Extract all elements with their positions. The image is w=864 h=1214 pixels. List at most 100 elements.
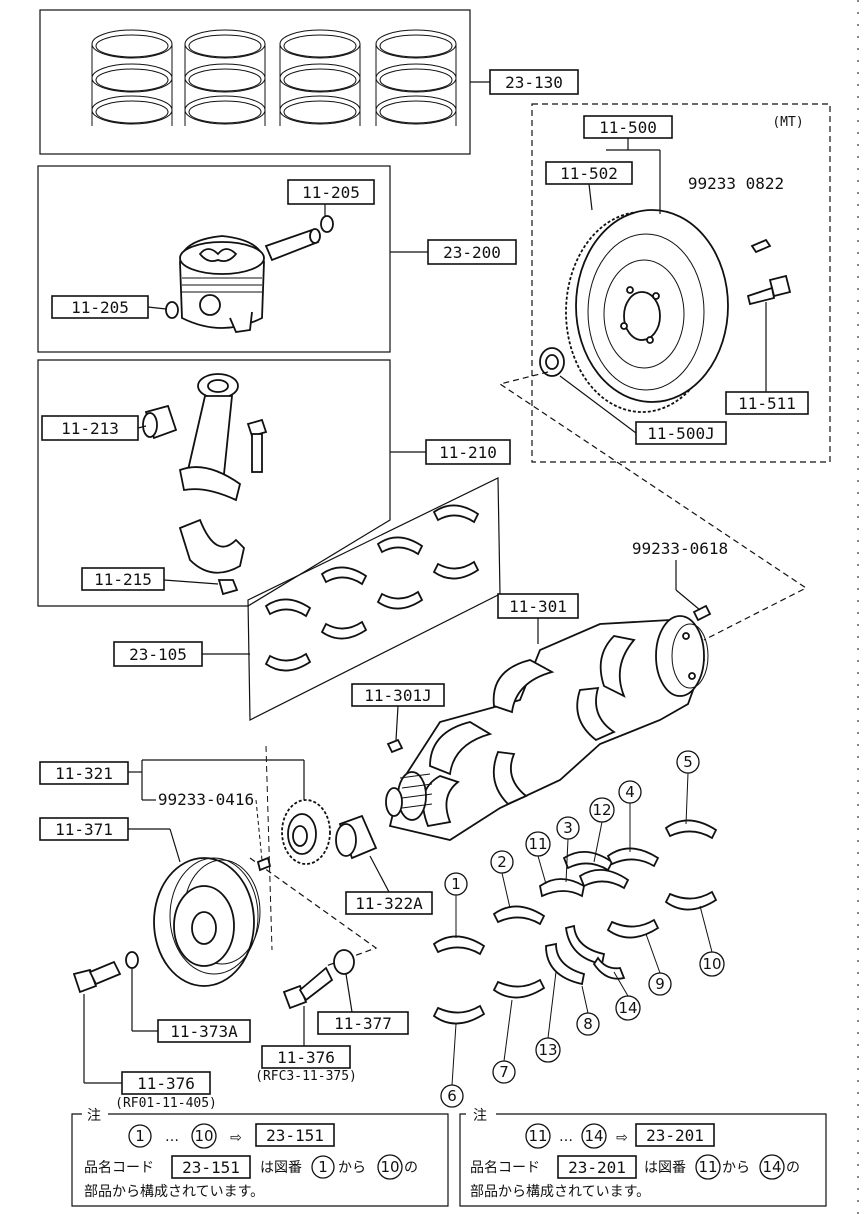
note-left: 注 1 … 10 ⇨ 23-151 品名コード 23-151 は図番 1 から … — [71, 1108, 449, 1207]
svg-text:の: の — [786, 1160, 800, 1176]
svg-text:⇨: ⇨ — [616, 1130, 628, 1146]
svg-text:品名コード: 品名コード — [84, 1160, 154, 1176]
callout-2: 2 — [490, 850, 514, 874]
callout-7: 7 — [492, 1060, 516, 1084]
flywheel-bolt — [746, 274, 792, 306]
crankshaft — [385, 615, 709, 841]
dowel-pin-crank-front — [386, 738, 404, 754]
note-left-code: 23-151 — [266, 1126, 324, 1145]
label-11-376-a-sub: (RFC3-11-375) — [255, 1069, 357, 1084]
label-23-130 — [489, 69, 579, 95]
label-11-321: 11-321 — [55, 764, 113, 783]
crank-pulley — [153, 857, 261, 987]
svg-text:部品から構成されています。: 部品から構成されています。 — [84, 1184, 264, 1200]
note-left-heading: 注 — [87, 1108, 101, 1124]
callout-13: 13 — [535, 1037, 561, 1063]
flywheel-panel: (MT) 11-500 11-502 99233 08 — [531, 103, 831, 463]
rod-bearings-panel: 23-105 — [113, 477, 501, 721]
svg-text:9: 9 — [655, 975, 665, 993]
callout-3: 3 — [556, 816, 580, 840]
label-11-500: 11-500 — [599, 118, 657, 137]
connecting-rod — [178, 373, 242, 502]
svg-text:品名コード: 品名コード — [470, 1160, 540, 1176]
label-11-213: 11-213 — [61, 419, 119, 438]
label-23-105: 23-105 — [129, 645, 187, 664]
lock-washer — [333, 949, 355, 975]
crank-sprocket-spacer — [335, 814, 378, 860]
svg-text:1: 1 — [451, 875, 461, 893]
key-pin — [256, 856, 272, 872]
rod-bearing-shells — [264, 504, 480, 672]
label-11-215: 11-215 — [94, 570, 152, 589]
conrod-panel: 11-213 11-215 11-210 — [37, 359, 511, 607]
svg-text:13: 13 — [538, 1041, 557, 1059]
label-11-373a: 11-373A — [170, 1022, 238, 1041]
label-11-377: 11-377 — [334, 1014, 392, 1033]
svg-text:1: 1 — [135, 1127, 145, 1145]
svg-text:…: … — [165, 1129, 179, 1145]
alignment-line-flywheel — [498, 371, 808, 641]
svg-text:2: 2 — [497, 853, 507, 871]
svg-text:6: 6 — [447, 1087, 457, 1105]
piston-drawing — [179, 235, 265, 333]
svg-text:11: 11 — [528, 1127, 547, 1145]
label-23-200: 23-200 — [443, 243, 501, 262]
pulley-lock-bolt — [282, 966, 334, 1010]
label-11-205-top: 11-205 — [302, 183, 360, 202]
svg-text:の: の — [404, 1160, 418, 1176]
svg-text:7: 7 — [499, 1063, 509, 1081]
note-right-code: 23-201 — [646, 1126, 704, 1145]
bushing — [142, 404, 178, 440]
callout-11: 11 — [525, 831, 551, 857]
label-11-210: 11-210 — [439, 443, 497, 462]
label-11-371: 11-371 — [55, 820, 113, 839]
svg-text:12: 12 — [592, 801, 611, 819]
pulley-washer — [125, 951, 139, 969]
callout-1: 1 — [444, 872, 468, 896]
label-11-205-left: 11-205 — [71, 298, 129, 317]
svg-text:23-151: 23-151 — [182, 1158, 240, 1177]
label-23-130-text: 23-130 — [505, 73, 563, 92]
svg-text:4: 4 — [625, 783, 635, 801]
callout-12: 12 — [589, 797, 615, 823]
callout-6: 6 — [440, 1084, 464, 1108]
callout-4: 4 — [618, 780, 642, 804]
label-99233-0822: 99233 0822 — [688, 174, 784, 193]
label-11-502: 11-502 — [560, 164, 618, 183]
flywheel — [565, 209, 729, 413]
label-11-376-b: 11-376 — [137, 1074, 195, 1093]
svg-text:3: 3 — [563, 819, 573, 837]
svg-text:5: 5 — [683, 753, 693, 771]
main-bearing-shells — [432, 819, 718, 1025]
svg-text:8: 8 — [583, 1015, 593, 1033]
rod-nut — [217, 579, 239, 596]
svg-text:は図番: は図番 — [260, 1160, 302, 1176]
svg-text:10: 10 — [702, 955, 721, 973]
pilot-bearing — [539, 347, 565, 377]
note-right: 注 11 … 14 ⇨ 23-201 品名コード 23-201 は図番 11 か… — [459, 1108, 827, 1207]
svg-text:14: 14 — [762, 1158, 781, 1176]
label-99233-0416: 99233-0416 — [158, 790, 254, 809]
svg-text:部品から構成されています。: 部品から構成されています。 — [470, 1184, 650, 1200]
label-11-322a: 11-322A — [355, 894, 423, 913]
piston-pin — [264, 228, 321, 262]
svg-text:⇨: ⇨ — [230, 1130, 242, 1146]
svg-text:1: 1 — [318, 1158, 328, 1176]
svg-text:10: 10 — [194, 1127, 213, 1145]
svg-text:23-201: 23-201 — [568, 1158, 626, 1177]
timing-pulley — [281, 799, 331, 865]
callout-10: 10 — [699, 951, 725, 977]
callout-9: 9 — [648, 972, 672, 996]
svg-text:から: から — [722, 1160, 750, 1176]
label-mt: (MT) — [772, 115, 803, 130]
piston-panel: 11-205 11-205 23-200 — [37, 165, 517, 353]
crank-snout — [385, 771, 433, 821]
note-right-heading: 注 — [473, 1108, 487, 1124]
callout-8: 8 — [576, 1012, 600, 1036]
rod-cap — [178, 518, 245, 574]
label-11-376-a: 11-376 — [277, 1048, 335, 1067]
label-11-301: 11-301 — [509, 597, 567, 616]
callout-5: 5 — [676, 750, 700, 774]
svg-text:14: 14 — [618, 999, 637, 1017]
